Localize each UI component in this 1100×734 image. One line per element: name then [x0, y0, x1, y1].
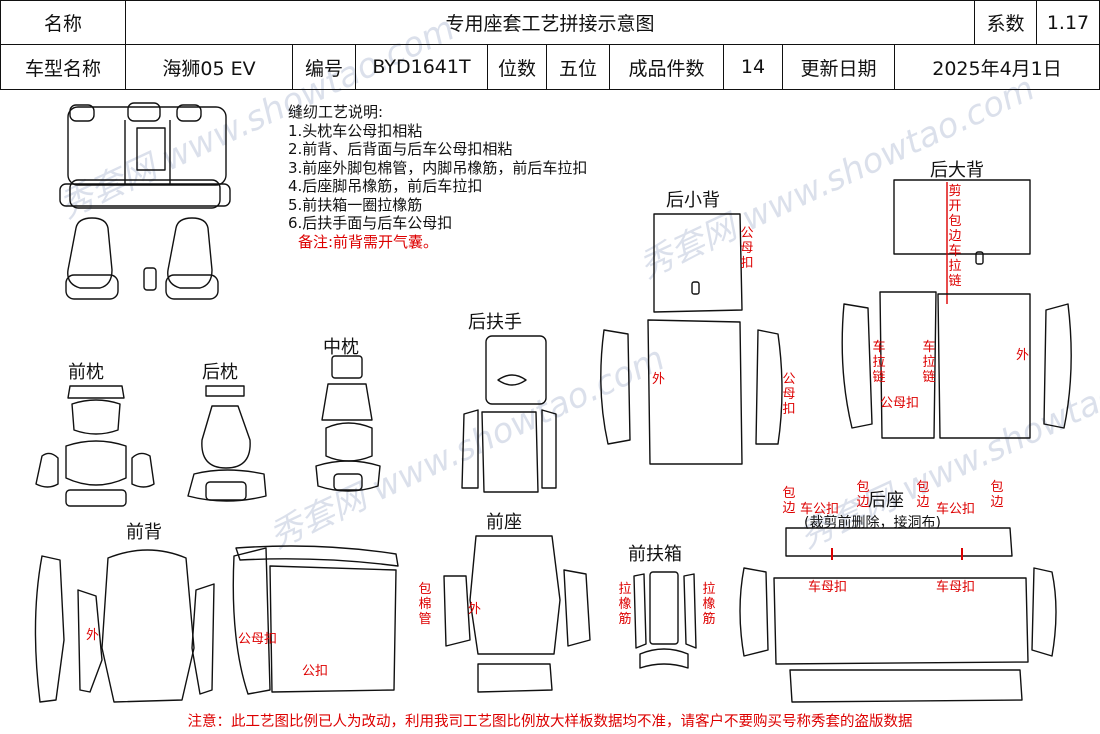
label-front-console: 前扶箱 — [628, 544, 682, 565]
label-rear-headrest: 后枕 — [202, 362, 238, 383]
label-front-headrest: 前枕 — [68, 362, 104, 383]
anno-female-snap: 车母扣 — [808, 580, 848, 595]
anno-pull-elastic: 拉橡筋 — [618, 582, 632, 627]
rear-seat-overview — [59, 102, 231, 209]
rear-seat-pieces — [739, 527, 1057, 703]
note-item: 3.前座外脚包棉管，内脚吊橡筋，前后车拉扣 — [288, 158, 588, 177]
note-item: 6.后扶手面与后车公母扣 — [288, 214, 453, 232]
label-rear-small-back: 后小背 — [666, 190, 720, 211]
anno-edge-wrap: 包边 — [990, 480, 1004, 510]
label-front-back: 前背 — [126, 522, 162, 543]
anno-male-female: 公母扣 — [740, 226, 754, 271]
front-seat-overview — [65, 217, 219, 300]
label-middle-headrest: 中枕 — [323, 337, 359, 358]
anno-edge-wrap: 包边 — [916, 480, 930, 510]
anno-cotton-tube: 包棉管 — [418, 582, 432, 627]
front-seat-pieces — [443, 535, 591, 693]
sewing-notes: 缝纫工艺说明: 1.头枕车公母扣相粘 2.前背、后背面与后车公母扣相粘 3.前座… — [288, 103, 587, 251]
front-headrest-pieces — [35, 385, 155, 507]
anno-female-snap: 车母扣 — [936, 580, 976, 595]
page-title: 专用座套工艺拼接示意图 — [445, 13, 655, 35]
footer-warning: 注意：此工艺图比例已人为改动，利用我司工艺图比例放大样板数据均不准，请客户不要购… — [187, 714, 913, 730]
note-item: 4.后座脚吊橡筋，前后车拉扣 — [288, 177, 483, 195]
anno-car-zip: 车拉链 — [872, 340, 886, 385]
notes-remark: 备注:前背需开气囊。 — [298, 232, 439, 251]
rear-headrest-pieces — [187, 385, 267, 502]
anno-outer: 外 — [468, 602, 482, 617]
anno-male-female: 公母扣 — [782, 372, 796, 417]
anno-outer: 外 — [1016, 348, 1030, 363]
notes-heading: 缝纫工艺说明: — [288, 103, 384, 121]
rear-small-back-pieces — [600, 213, 783, 465]
note-item: 2.前背、后背面与后车公母扣相粘 — [288, 140, 513, 158]
label-front-seat: 前座 — [486, 512, 522, 533]
label-rear-big-back: 后大背 — [930, 160, 984, 181]
anno-pull-elastic: 拉橡筋 — [702, 582, 716, 627]
anno-edge-wrap: 包边 — [782, 486, 796, 516]
label-rear-armrest: 后扶手 — [468, 312, 522, 333]
anno-edge-wrap: 包边 — [856, 480, 870, 510]
anno-male: 公扣 — [302, 664, 329, 679]
middle-headrest-pieces — [315, 355, 381, 492]
anno-outer: 外 — [652, 372, 666, 387]
anno-rear-seat-top: 车公扣 — [800, 502, 840, 517]
front-console-pieces — [633, 571, 697, 669]
anno-rear-seat-note: (裁剪前删除，接洞布) — [804, 515, 941, 531]
anno-car-male-female: 公母扣 — [880, 396, 920, 411]
anno-cut-edge-zip: 剪开包边车拉链 — [948, 184, 962, 289]
note-item: 1.头枕车公母扣相粘 — [288, 121, 423, 140]
front-back-pieces — [34, 545, 399, 703]
anno-rear-seat-top: 车公扣 — [936, 502, 976, 517]
rear-big-back-pieces — [841, 179, 1072, 439]
anno-car-zip: 车拉链 — [922, 340, 936, 385]
anno-outer: 外 — [86, 628, 100, 643]
rear-armrest-pieces — [461, 335, 557, 493]
note-item: 5.前扶箱一圈拉橡筋 — [288, 195, 423, 214]
anno-male-female: 公母扣 — [238, 632, 278, 647]
label-rear-seat: 后座 — [868, 490, 904, 511]
